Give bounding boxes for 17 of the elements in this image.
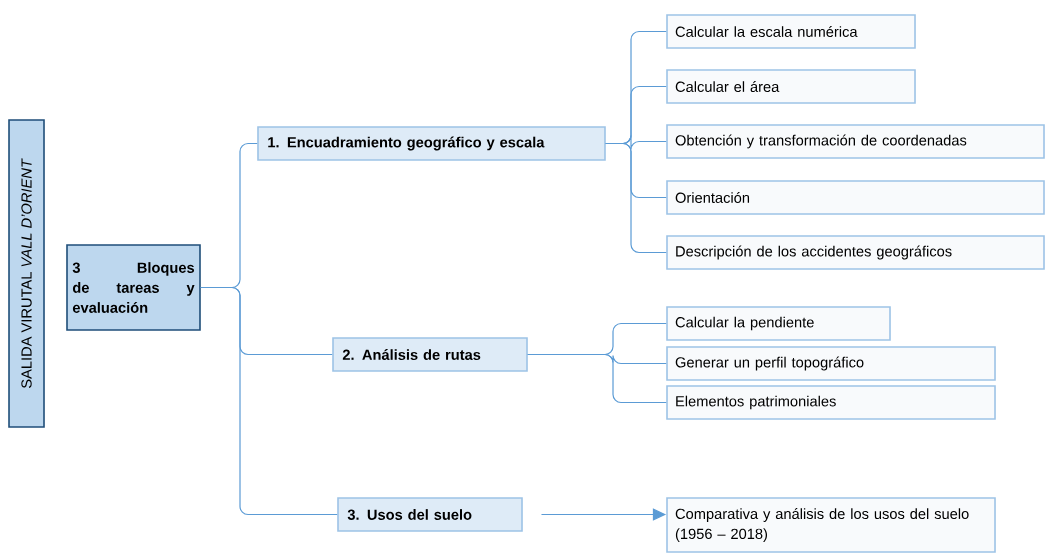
block-box: 3. Usos del suelo — [337, 497, 523, 532]
block-box: 2. Análisis de rutas — [332, 337, 528, 372]
title-box: SALIDA VIRUTAL VALL D’ORIENT — [8, 119, 45, 428]
task-box: Calcular el área — [666, 69, 916, 104]
task-box: Generar un perfil topográfico — [666, 346, 996, 381]
brace-connector — [200, 286, 338, 516]
brace-connector — [527, 353, 667, 404]
task-box: Descripción de los accidentes geográficos — [666, 235, 1045, 270]
task-box: Comparativa y análisis de los usos del suelo (1956 – 2018) — [666, 497, 996, 553]
brace-connector — [605, 142, 667, 254]
task-box: Calcular la pendiente — [666, 306, 891, 341]
main-box: 3 Bloques de tareas y evaluación — [66, 244, 201, 331]
task-box: Elementos patrimoniales — [666, 385, 996, 420]
task-box: Calcular la escala numérica — [666, 14, 916, 49]
block-box: 1. Encuadramiento geográfico y escala — [257, 126, 606, 161]
task-box: Orientación — [666, 180, 1045, 215]
task-box: Obtención y transformación de coordenadas — [666, 124, 1045, 159]
